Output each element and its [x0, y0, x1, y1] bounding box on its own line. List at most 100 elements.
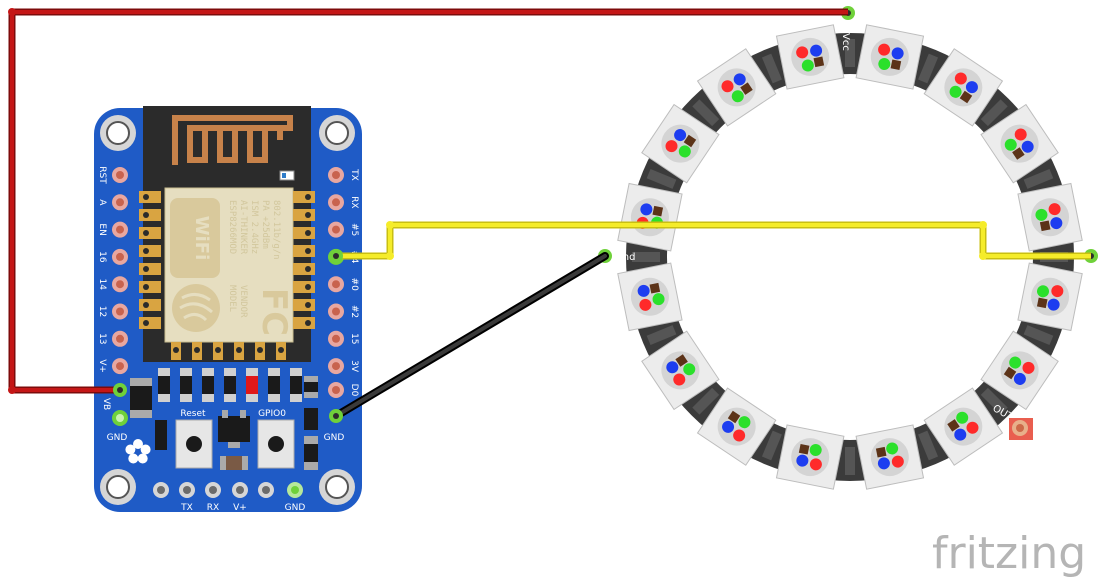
left-pin-label: 13 — [97, 333, 107, 344]
right-d0-pin[interactable] — [328, 382, 344, 398]
module-pad — [139, 209, 161, 221]
module-line-4: PA +25dBm — [260, 200, 270, 249]
left-pin-2[interactable] — [112, 194, 128, 211]
left-pin-label: V+ — [97, 359, 107, 373]
right-pin-label: TX — [349, 168, 359, 181]
module-pad — [293, 317, 315, 329]
esp8266-module: ESP8266MOD AI-THINKER ISM 2.4GHz PA +25d… — [139, 106, 315, 362]
feather-huzzah-board: ESP8266MOD AI-THINKER ISM 2.4GHz PA +25d… — [94, 106, 362, 513]
module-side-2: VENDOR — [238, 285, 248, 318]
ring-gap — [1023, 325, 1054, 346]
left-pin-6[interactable] — [112, 303, 128, 320]
left-pin-3[interactable] — [112, 221, 128, 238]
left-pin-label: 14 — [97, 278, 107, 290]
right-pin-6[interactable] — [328, 303, 344, 320]
left-pin-4[interactable] — [112, 248, 128, 265]
regulator-chip — [218, 416, 250, 442]
neopixel-ring: Vcc Gnd OUT — [598, 6, 1098, 490]
module-pad — [293, 245, 315, 257]
module-pad — [293, 191, 315, 203]
right-pin-8[interactable] — [328, 358, 344, 375]
module-pad — [139, 317, 161, 329]
mount-hole-bl — [100, 469, 136, 505]
ring-pixel — [923, 48, 1004, 127]
ring-pixel — [855, 424, 925, 490]
svg-text:WiFi: WiFi — [191, 216, 212, 261]
ring-gap — [980, 99, 1008, 127]
ring-pixel — [980, 330, 1059, 411]
ring-gap — [918, 430, 939, 461]
ring-gap — [692, 387, 720, 415]
reset-button[interactable]: Reset — [175, 409, 213, 469]
right-pin-5[interactable] — [328, 276, 344, 293]
module-pad — [139, 263, 161, 275]
bottom-pin-4[interactable] — [232, 482, 248, 498]
right-pin-2[interactable] — [328, 194, 344, 211]
ring-gap — [1023, 168, 1054, 189]
right-gnd-label: GND — [324, 433, 345, 443]
bottom-pin-1[interactable] — [153, 482, 169, 498]
right-pin-3[interactable] — [328, 221, 344, 238]
ring-pixel — [980, 103, 1059, 184]
module-line-1: ESP8266MOD — [227, 200, 237, 254]
left-pin-5[interactable] — [112, 276, 128, 293]
module-pad — [139, 191, 161, 203]
module-pad — [139, 299, 161, 311]
ring-gap — [692, 99, 720, 127]
left-pin-label: 16 — [97, 251, 107, 263]
mount-hole-tl — [100, 115, 136, 151]
bottom-pin-3[interactable] — [205, 482, 221, 498]
ring-pixel — [1017, 182, 1083, 252]
ring-pixel — [855, 24, 925, 90]
ring-hole — [667, 74, 1033, 440]
reset-label: Reset — [180, 409, 206, 419]
module-line-2: AI-THINKER — [238, 200, 248, 255]
module-pad — [139, 245, 161, 257]
bottom-pin-label: TX — [180, 503, 193, 513]
antenna-trace — [172, 115, 293, 165]
adafruit-logo-icon — [125, 439, 151, 464]
wifi-logo-icon: WiFi — [170, 198, 220, 278]
left-gnd-pin[interactable] — [112, 410, 128, 426]
espressif-logo-icon — [172, 284, 220, 332]
right-pin-7[interactable] — [328, 330, 344, 347]
module-side-1: MODEL — [227, 285, 237, 312]
left-pin-7[interactable] — [112, 330, 128, 347]
bottom-pin-label: GND — [285, 503, 306, 513]
ring-pixel — [641, 330, 720, 411]
module-pad — [293, 209, 315, 221]
module-pad — [139, 281, 161, 293]
ring-gnd-label: Gnd — [615, 252, 635, 263]
bottom-pin-5[interactable] — [258, 482, 274, 498]
ring-pixel — [775, 424, 845, 490]
fcc-logo-icon: FC — [254, 288, 294, 336]
left-pin-8[interactable] — [112, 358, 128, 375]
bottom-pin-6[interactable] — [287, 482, 303, 498]
ring-gap — [646, 325, 677, 346]
bottom-pin-2[interactable] — [179, 482, 195, 498]
left-gnd-label: GND — [107, 433, 128, 443]
gpio0-button[interactable]: GPIO0 — [257, 409, 295, 469]
left-pin-label: 12 — [97, 306, 107, 317]
left-pin-label: RST — [97, 166, 107, 184]
ring-gap — [845, 39, 855, 67]
smd-components — [130, 368, 318, 470]
ring-gap — [980, 387, 1008, 415]
d0-label: D0 — [349, 384, 359, 397]
left-pin-1[interactable] — [112, 167, 128, 183]
left-pin-label: A — [97, 199, 107, 206]
bottom-pin-label: V+ — [233, 503, 247, 513]
ring-vcc-label: Vcc — [840, 33, 851, 51]
right-pin-label: 15 — [349, 333, 359, 344]
module-pad — [293, 227, 315, 239]
right-pin-label: 3V — [349, 360, 359, 373]
ring-pixel — [617, 262, 683, 332]
gpio0-label: GPIO0 — [258, 409, 286, 419]
ring-pixel — [617, 182, 683, 252]
module-pad — [139, 227, 161, 239]
ring-pixel — [1017, 262, 1083, 332]
module-pad — [293, 263, 315, 275]
ring-gap — [761, 430, 782, 461]
left-pin-label: EN — [97, 223, 107, 235]
right-pin-1[interactable] — [328, 167, 344, 183]
